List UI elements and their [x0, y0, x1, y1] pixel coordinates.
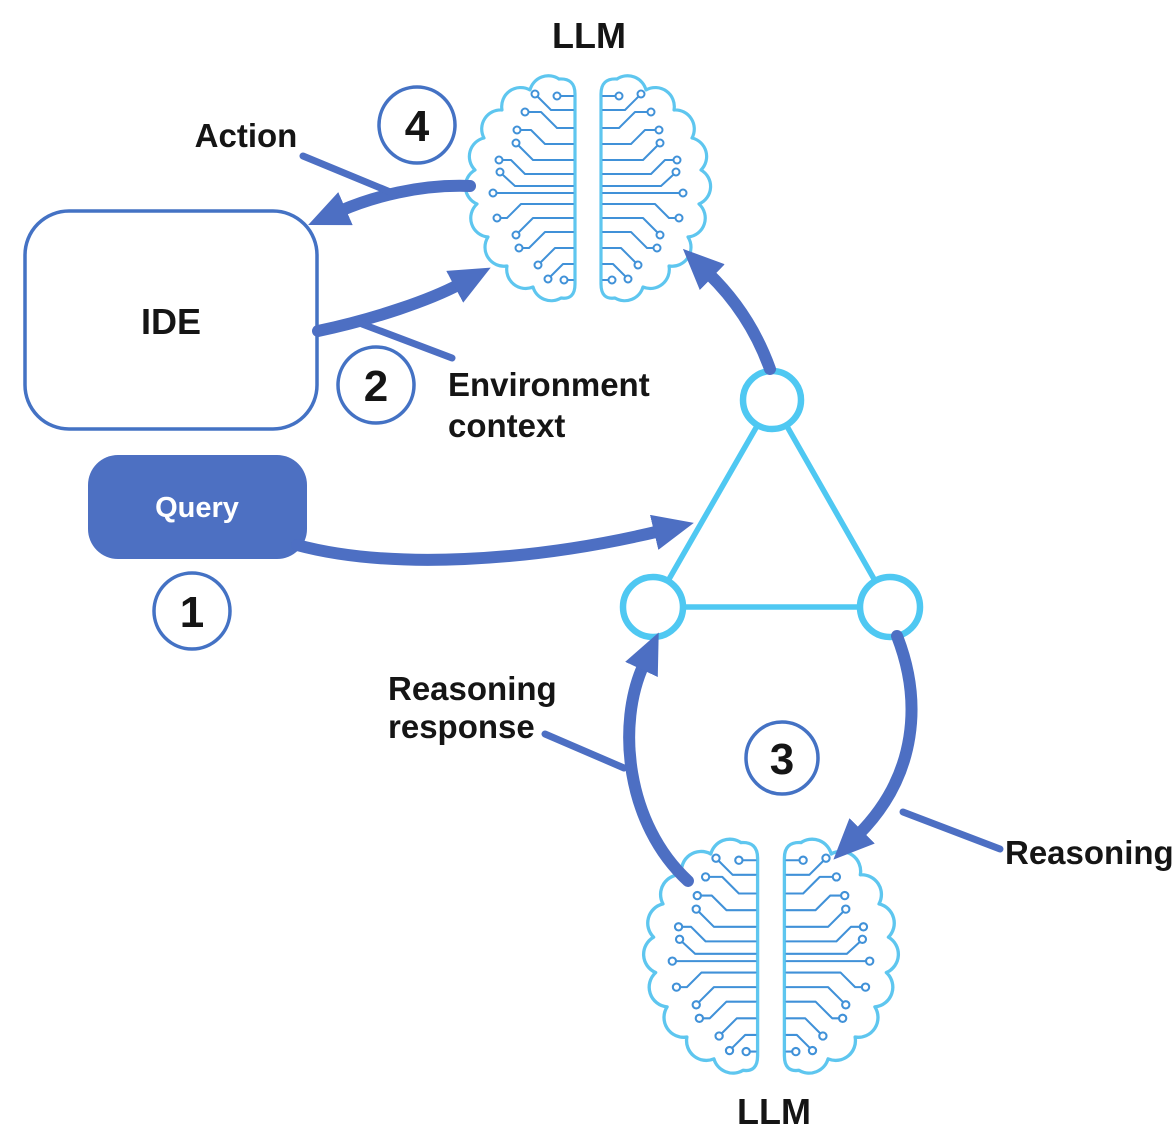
- step-4-number: 4: [405, 102, 430, 151]
- ide-box: IDE: [23, 209, 319, 431]
- arrow-query-to-graph: [291, 514, 694, 566]
- ide-label: IDE: [141, 301, 201, 342]
- reasoning-response-leader-line: [541, 730, 628, 772]
- step-2-badge: 2: [336, 345, 416, 425]
- step-4-badge: 4: [377, 85, 457, 165]
- step-1-number: 1: [180, 588, 204, 637]
- step-2-number: 2: [364, 362, 388, 411]
- llm-top-label: LLM: [552, 15, 626, 56]
- reasoning-leader-line: [899, 808, 1004, 853]
- arrow-ide-to-llm: [312, 267, 491, 337]
- reasoning-label: Reasoning: [1005, 834, 1172, 871]
- environment-context-label: Environment context: [448, 366, 650, 444]
- arrow-llm-bottom-to-graph: [623, 632, 694, 887]
- environment-context-line2: context: [448, 407, 565, 444]
- brain-left-hemisphere: [463, 74, 577, 303]
- action-leader-line: [299, 152, 399, 198]
- graph-node-top: [739, 367, 805, 433]
- query-box: Query: [88, 455, 307, 559]
- arrow-llm-to-ide: [308, 179, 476, 226]
- llm-top-brain-icon: [463, 74, 713, 303]
- knowledge-graph-triangle: [619, 367, 924, 641]
- brain-right-hemisphere: [599, 74, 713, 303]
- graph-edge-right: [769, 397, 893, 610]
- reasoning-response-line1: Reasoning: [388, 670, 557, 707]
- brain-left-hemisphere: [641, 837, 760, 1075]
- action-label: Action: [195, 117, 298, 154]
- llm-bottom-label: LLM: [737, 1091, 811, 1132]
- reasoning-response-label: Reasoning response: [388, 670, 557, 745]
- step-1-badge: 1: [152, 571, 232, 651]
- arrow-graph-to-llm-bottom: [833, 630, 918, 860]
- graph-node-bottom-right: [856, 573, 924, 641]
- graph-edge-left: [650, 397, 775, 610]
- environment-context-line1: Environment: [448, 366, 650, 403]
- query-label: Query: [155, 492, 239, 524]
- environment-context-leader-line: [358, 320, 456, 362]
- reasoning-response-line2: response: [388, 708, 535, 745]
- step-3-badge: 3: [744, 720, 820, 796]
- brain-right-hemisphere: [782, 837, 901, 1075]
- arrow-graph-to-llm-top: [682, 248, 776, 375]
- graph-node-bottom-left: [619, 573, 687, 641]
- step-3-number: 3: [770, 735, 794, 784]
